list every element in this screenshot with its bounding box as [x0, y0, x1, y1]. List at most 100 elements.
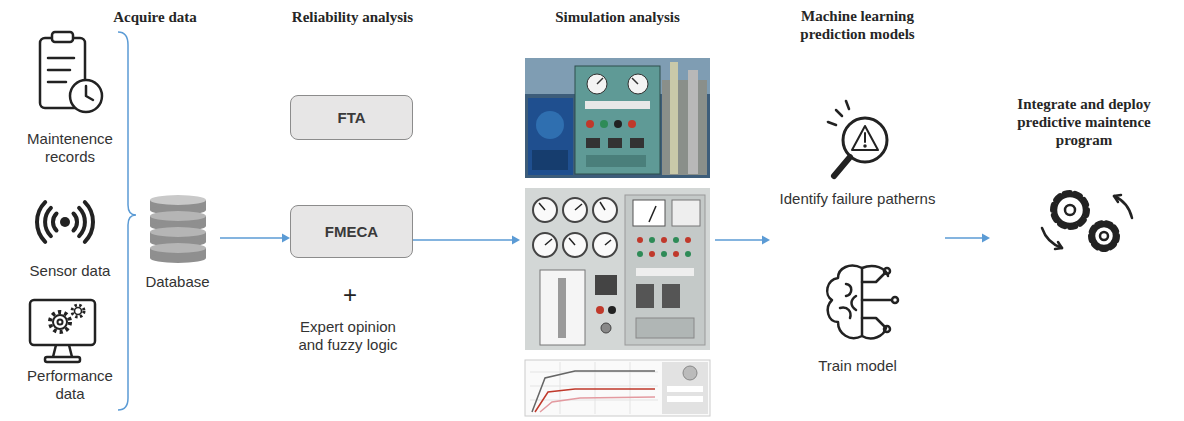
brain-icon [827, 266, 862, 338]
control-panel-screenshot [637, 237, 643, 243]
control-panel-screenshot [601, 323, 611, 333]
engine-room-screenshot [532, 150, 568, 170]
records-icon [40, 32, 102, 112]
control-panel-screenshot [636, 268, 694, 276]
control-panel-screenshot [593, 233, 617, 257]
brain-icon [840, 308, 851, 318]
deploy-gears-icon [1042, 193, 1132, 249]
performance-icon [53, 315, 67, 329]
database-node: Database [135, 195, 220, 295]
performance-icon [72, 305, 84, 317]
brain-icon [862, 318, 884, 326]
stage-heading: Acquire data [80, 8, 230, 26]
control-panel-screenshot [637, 237, 691, 257]
control-panel-screenshot [636, 284, 654, 308]
node-text: FMECA [325, 223, 378, 240]
database-icon [150, 253, 206, 263]
records-icon [48, 57, 74, 60]
control-panel-screenshot [661, 251, 667, 257]
node-text: Train model [770, 357, 945, 375]
brain-icon [827, 266, 898, 339]
records-icon [48, 69, 70, 72]
control-panel-screenshot [600, 202, 605, 210]
control-panel-screenshot [569, 238, 575, 245]
failure-search-icon [864, 133, 866, 142]
control-panel-screenshot [672, 200, 700, 226]
deploy-gears-icon [1091, 223, 1117, 249]
arrow-line [715, 239, 763, 241]
control-panel-screenshot [533, 233, 557, 257]
engine-room-screenshot [628, 120, 636, 128]
sensor-icon [79, 208, 85, 236]
trend-chart-screenshot [683, 366, 697, 380]
trend-chart-screenshot [530, 400, 658, 401]
brain-icon [852, 296, 857, 310]
sensor-icon [37, 202, 45, 242]
brain-icon [862, 274, 884, 282]
control-panel-screenshot [636, 318, 694, 338]
performance-icon [45, 357, 80, 362]
stage-heading: Reliability analysis [245, 8, 460, 26]
control-panel-screenshot [525, 188, 710, 350]
method-box: FTA [290, 95, 413, 140]
node-text: FTA [337, 109, 365, 126]
deploy-gears-icon [1114, 196, 1132, 218]
trend-chart-screenshot [667, 396, 703, 402]
deploy-gears-icon [1053, 193, 1087, 227]
control-panel-screenshot [649, 251, 655, 257]
control-panel-screenshot [593, 198, 617, 222]
note-text: Expert opinion and fuzzy logic [287, 318, 409, 354]
control-panel-screenshot [608, 306, 616, 314]
control-panel-screenshot [563, 198, 587, 222]
engine-room-screenshot [525, 58, 710, 178]
performance-icon [50, 312, 70, 332]
brain-icon [884, 326, 890, 332]
trend-chart-screenshot [530, 386, 658, 387]
engine-room-screenshot [608, 138, 622, 148]
records-icon [52, 32, 73, 42]
stage-column: Simulation analysis [520, 5, 715, 417]
stage-heading: Integrate and deploy predictive maintenc… [990, 95, 1178, 149]
engine-room-screenshot [630, 138, 644, 148]
deploy-gears-icon [1056, 196, 1084, 224]
engine-room-screenshot [628, 74, 648, 94]
performance-icon [30, 300, 95, 362]
trend-chart-screenshot [667, 386, 703, 392]
engine-room-screenshot [632, 78, 638, 84]
control-panel-screenshot [649, 237, 655, 243]
engine-room-screenshot [614, 120, 622, 128]
database-icon [150, 227, 206, 237]
brain-icon [846, 284, 851, 296]
control-panel-screenshot [545, 239, 552, 245]
engine-room-screenshot [600, 120, 608, 128]
flow-arrow [413, 236, 520, 245]
stage-column: Integrate and deploy predictive maintenc… [990, 95, 1178, 265]
trend-chart-screenshot [535, 389, 655, 412]
trend-chart-screenshot [532, 371, 655, 412]
node-text: Database [135, 273, 220, 291]
performance-icon [75, 308, 82, 315]
engine-room-screenshot [575, 66, 660, 174]
engine-room-screenshot [662, 80, 707, 175]
deploy-gears-icon [1094, 226, 1114, 246]
engine-room-screenshot [587, 74, 607, 94]
records-icon [86, 86, 93, 100]
brain-icon [884, 268, 890, 274]
control-panel-screenshot [558, 278, 566, 338]
brain-icon [862, 299, 891, 302]
engine-room-screenshot [597, 78, 603, 84]
method-box: FMECA [290, 205, 413, 258]
control-panel-screenshot [539, 202, 611, 245]
trend-chart-screenshot [525, 360, 710, 416]
control-panel-screenshot [605, 240, 611, 245]
control-panel-screenshot [685, 251, 691, 257]
sensor-icon [60, 217, 70, 227]
node-text: Performance data [20, 367, 120, 403]
database-icon [150, 195, 206, 205]
engine-room-screenshot [688, 70, 698, 174]
failure-search-icon [836, 110, 842, 116]
control-panel-screenshot [633, 200, 665, 226]
source-label: Performance data [20, 367, 120, 403]
database-icon [150, 211, 206, 221]
